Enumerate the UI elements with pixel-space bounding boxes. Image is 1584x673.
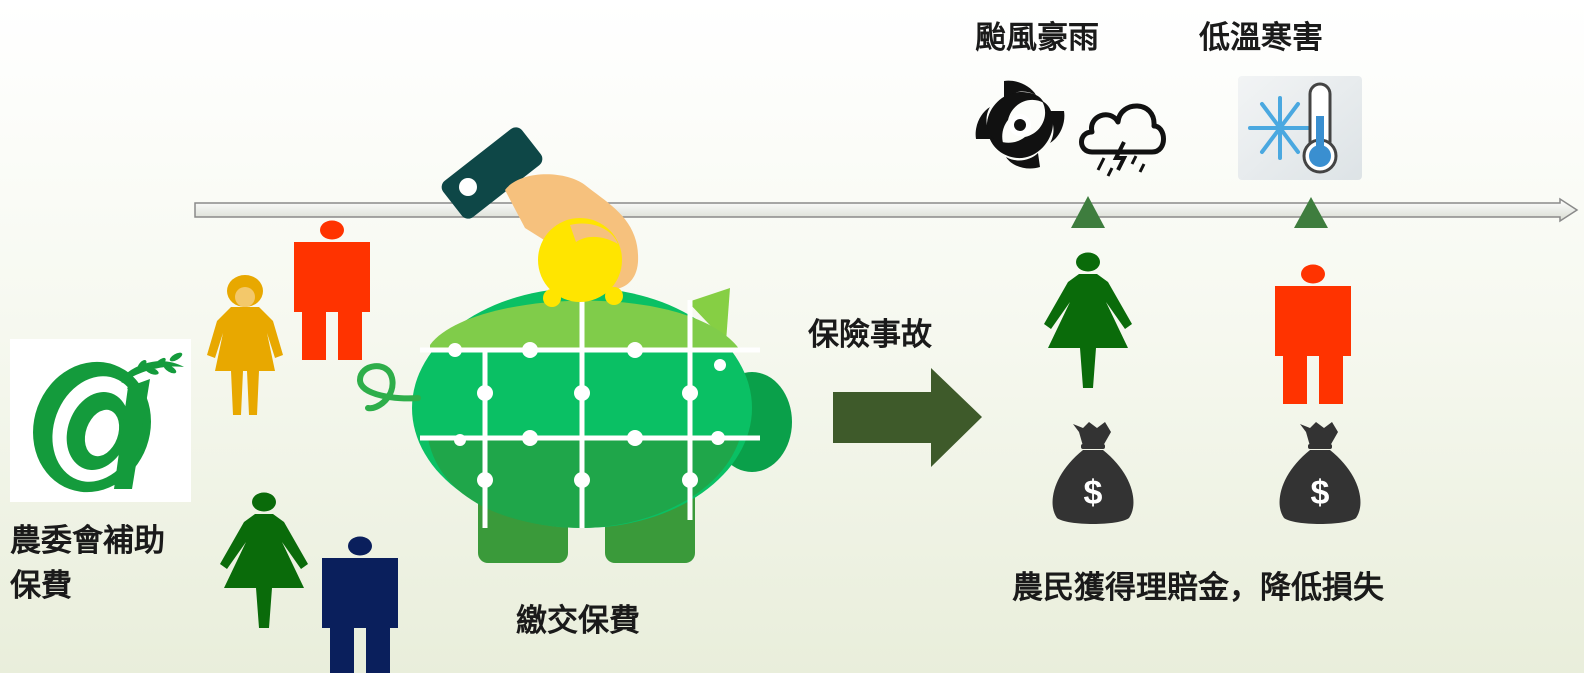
svg-text:$: $ bbox=[1311, 474, 1330, 512]
label-cold: 低溫寒害 bbox=[1199, 20, 1323, 56]
label-pay-premium: 繳交保費 bbox=[516, 603, 640, 639]
money-bag-icon: $ bbox=[1279, 422, 1361, 524]
label-council-subsidy-line2: 保費 bbox=[10, 568, 72, 604]
svg-text:$: $ bbox=[1084, 474, 1103, 512]
timeline-arrow bbox=[194, 197, 1579, 223]
compensated-man-red bbox=[1275, 264, 1351, 404]
label-typhoon: 颱風豪雨 bbox=[975, 20, 1099, 56]
storm-cloud-icon bbox=[1079, 103, 1166, 177]
event-marker-cold bbox=[1294, 197, 1328, 228]
farmer-woman-green bbox=[220, 492, 308, 628]
event-marker-typhoon bbox=[1071, 196, 1105, 228]
right-arrow-icon bbox=[833, 368, 982, 467]
coa-agriculture-logo-icon bbox=[10, 339, 191, 502]
farmer-man-red bbox=[294, 220, 370, 360]
farmer-woman-amber bbox=[207, 275, 283, 415]
farmer-man-navy bbox=[322, 536, 398, 673]
puzzle-piggy-bank-icon bbox=[356, 288, 792, 563]
label-council-subsidy-line1: 農委會補助 bbox=[10, 523, 165, 559]
money-bag-icon: $ bbox=[1052, 422, 1134, 524]
snowflake-thermometer-icon bbox=[1238, 76, 1362, 180]
label-compensation-result: 農民獲得理賠金，降低損失 bbox=[1012, 570, 1384, 606]
hand-with-coin-icon bbox=[441, 127, 639, 307]
typhoon-icon bbox=[975, 80, 1065, 169]
compensated-woman-green bbox=[1044, 252, 1132, 388]
label-insurance-accident: 保險事故 bbox=[808, 317, 932, 353]
